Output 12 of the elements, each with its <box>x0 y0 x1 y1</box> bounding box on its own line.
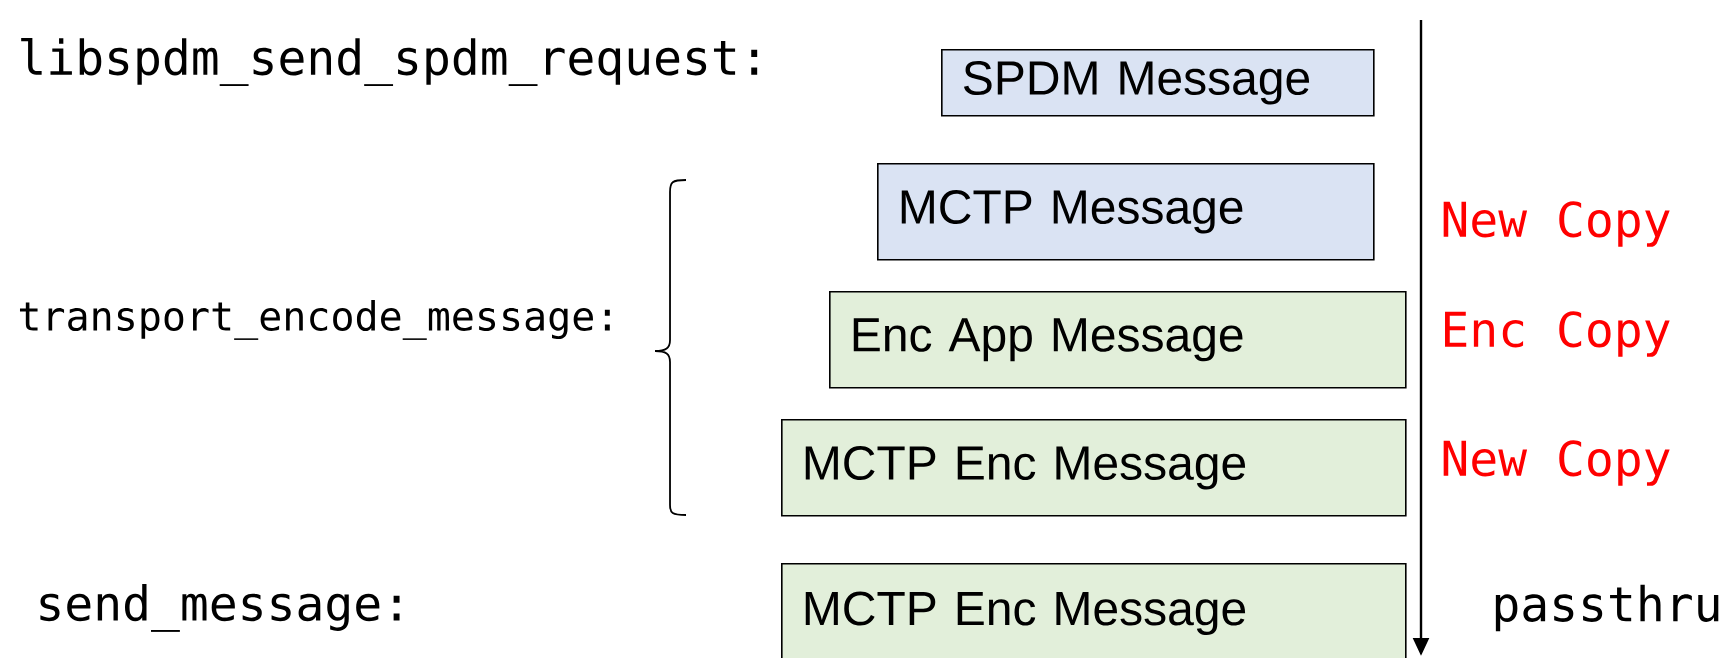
message-box: Enc App Message <box>829 291 1407 389</box>
message-box: MCTP Enc Message <box>781 419 1407 517</box>
message-box: MCTP Enc Message <box>781 563 1407 658</box>
copy-note: passthru <box>1495 584 1719 632</box>
copy-note: New Copy <box>1443 201 1670 247</box>
message-box: SPDM Message <box>941 49 1375 117</box>
function-name: send_message: <box>40 584 400 632</box>
copy-note: New Copy <box>1443 440 1670 486</box>
copy-note: Enc Copy <box>1445 311 1670 357</box>
function-name: transport_encode_message: <box>20 300 610 340</box>
message-box: MCTP Message <box>877 163 1375 261</box>
function-name: libspdm_send_spdm_request: <box>21 37 758 86</box>
